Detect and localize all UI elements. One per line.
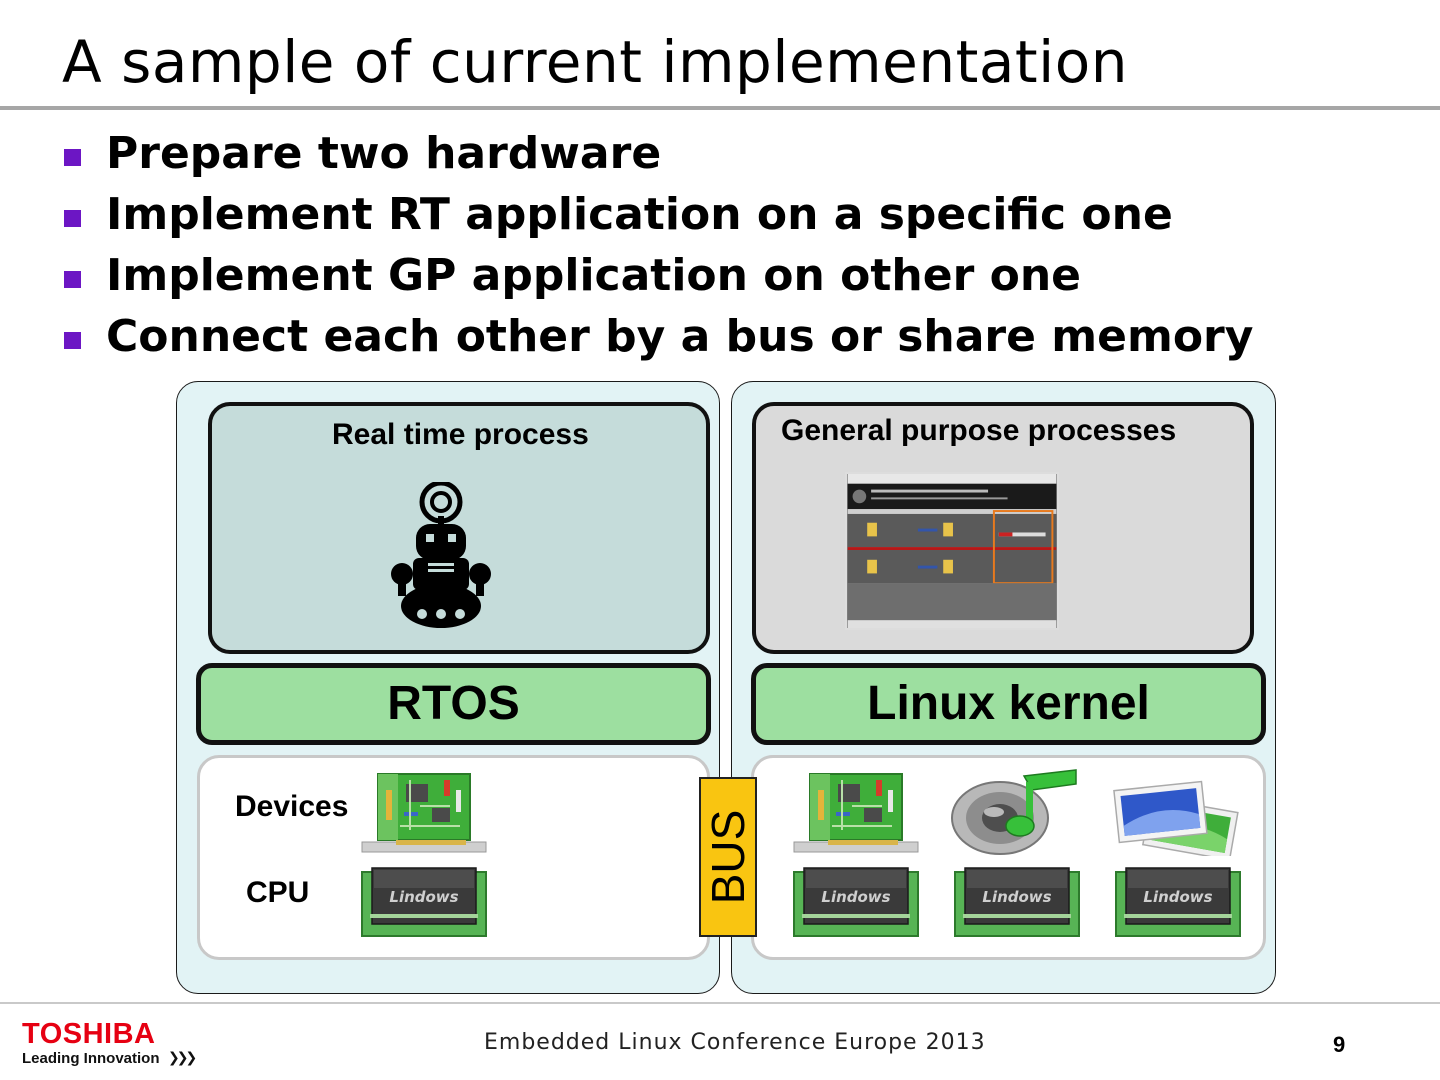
toshiba-logo: TOSHIBA bbox=[22, 1018, 156, 1050]
footer-divider bbox=[0, 1002, 1440, 1004]
rtos-bar: RTOS bbox=[196, 663, 711, 745]
cpu-chip-text: Lindows bbox=[1143, 888, 1212, 906]
bullet-item: Prepare two hardware bbox=[62, 128, 1253, 189]
bullet-square-icon bbox=[64, 332, 81, 349]
bullet-list: Prepare two hardware Implement RT applic… bbox=[62, 128, 1253, 372]
expansion-card-icon bbox=[361, 773, 487, 853]
rt-process-label: Real time process bbox=[332, 418, 589, 451]
speaker-music-icon bbox=[951, 769, 1077, 855]
bullet-item: Implement GP application on other one bbox=[62, 250, 1253, 311]
cpu-chip-icon: Lindows bbox=[361, 867, 487, 937]
cpu-chip-text: Lindows bbox=[982, 888, 1051, 906]
bullet-square-icon bbox=[64, 210, 81, 227]
linux-kernel-bar: Linux kernel bbox=[751, 663, 1266, 745]
tagline-arrows-icon: ❯❯❯ bbox=[168, 1050, 197, 1066]
page-number: 9 bbox=[1333, 1032, 1346, 1057]
cpu-chip-icon: Lindows bbox=[793, 867, 919, 937]
cpu-chip-icon: Lindows bbox=[1115, 867, 1241, 937]
expansion-card-icon bbox=[793, 773, 919, 853]
cpu-chip-text: Lindows bbox=[389, 888, 458, 906]
bullet-item: Implement RT application on a specific o… bbox=[62, 189, 1253, 250]
display-icon bbox=[1113, 780, 1239, 856]
bus-label: BUS bbox=[702, 809, 754, 905]
conference-name: Embedded Linux Conference Europe 2013 bbox=[484, 1030, 986, 1055]
slide-title: A sample of current implementation bbox=[62, 28, 1128, 96]
robot-icon bbox=[391, 482, 491, 628]
devices-label: Devices bbox=[235, 790, 349, 823]
bullet-item: Connect each other by a bus or share mem… bbox=[62, 311, 1253, 372]
gp-process-label: General purpose processes bbox=[781, 414, 1177, 447]
cpu-chip-icon: Lindows bbox=[954, 867, 1080, 937]
application-window-thumbnail bbox=[845, 472, 1059, 630]
logo-tagline: Leading Innovation bbox=[22, 1050, 160, 1067]
bullet-square-icon bbox=[64, 149, 81, 166]
cpu-label: CPU bbox=[246, 876, 310, 909]
bullet-square-icon bbox=[64, 271, 81, 288]
bus-connector: BUS bbox=[699, 777, 757, 937]
title-divider bbox=[0, 106, 1440, 110]
cpu-chip-text: Lindows bbox=[821, 888, 890, 906]
